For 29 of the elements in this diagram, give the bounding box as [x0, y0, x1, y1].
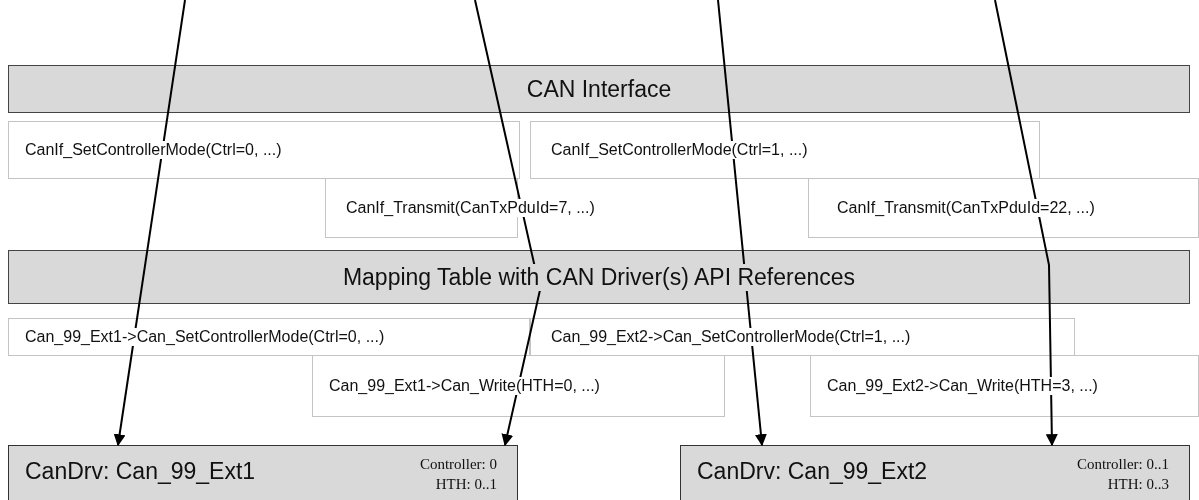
driver-property: HTH: 0..3	[1107, 475, 1169, 494]
arrow	[474, 0, 542, 447]
api-call-text: Can_99_Ext1->Can_Write(HTH=0, ...)	[327, 377, 602, 395]
api-call-text: Can_99_Ext1->Can_SetControllerMode(Ctrl=0, ...)	[23, 328, 387, 346]
driver-property: Controller: 0..1	[1076, 455, 1169, 474]
api-call-box	[312, 355, 725, 417]
arrow	[717, 0, 767, 447]
layer-band	[8, 65, 1190, 113]
driver-box	[8, 445, 518, 500]
driver-property: Controller: 0	[419, 455, 497, 474]
api-call-box	[530, 318, 1075, 356]
api-call-text: Can_99_Ext2->Can_SetControllerMode(Ctrl=1, ...)	[549, 328, 913, 346]
api-call-text: CanIf_Transmit(CanTxPduId=22, ...)	[835, 199, 1097, 217]
driver-name: CanDrv: Can_99_Ext1	[24, 458, 257, 485]
api-call-box	[8, 121, 520, 179]
api-call-text: CanIf_SetControllerMode(Ctrl=1, ...)	[549, 141, 810, 159]
driver-property: HTH: 0..1	[435, 475, 497, 494]
api-call-box	[808, 178, 1199, 238]
arrow	[994, 0, 1058, 447]
api-call-text: Can_99_Ext2->Can_Write(HTH=3, ...)	[825, 377, 1100, 395]
api-call-box	[8, 318, 530, 356]
driver-name: CanDrv: Can_99_Ext2	[696, 458, 929, 485]
api-call-box	[810, 355, 1199, 417]
arrow	[113, 0, 186, 447]
api-call-text: CanIf_Transmit(CanTxPduId=7, ...)	[344, 199, 597, 217]
driver-box	[680, 445, 1190, 500]
api-call-box	[530, 121, 1040, 179]
api-call-text: CanIf_SetControllerMode(Ctrl=0, ...)	[23, 141, 284, 159]
layer-band	[8, 250, 1190, 304]
